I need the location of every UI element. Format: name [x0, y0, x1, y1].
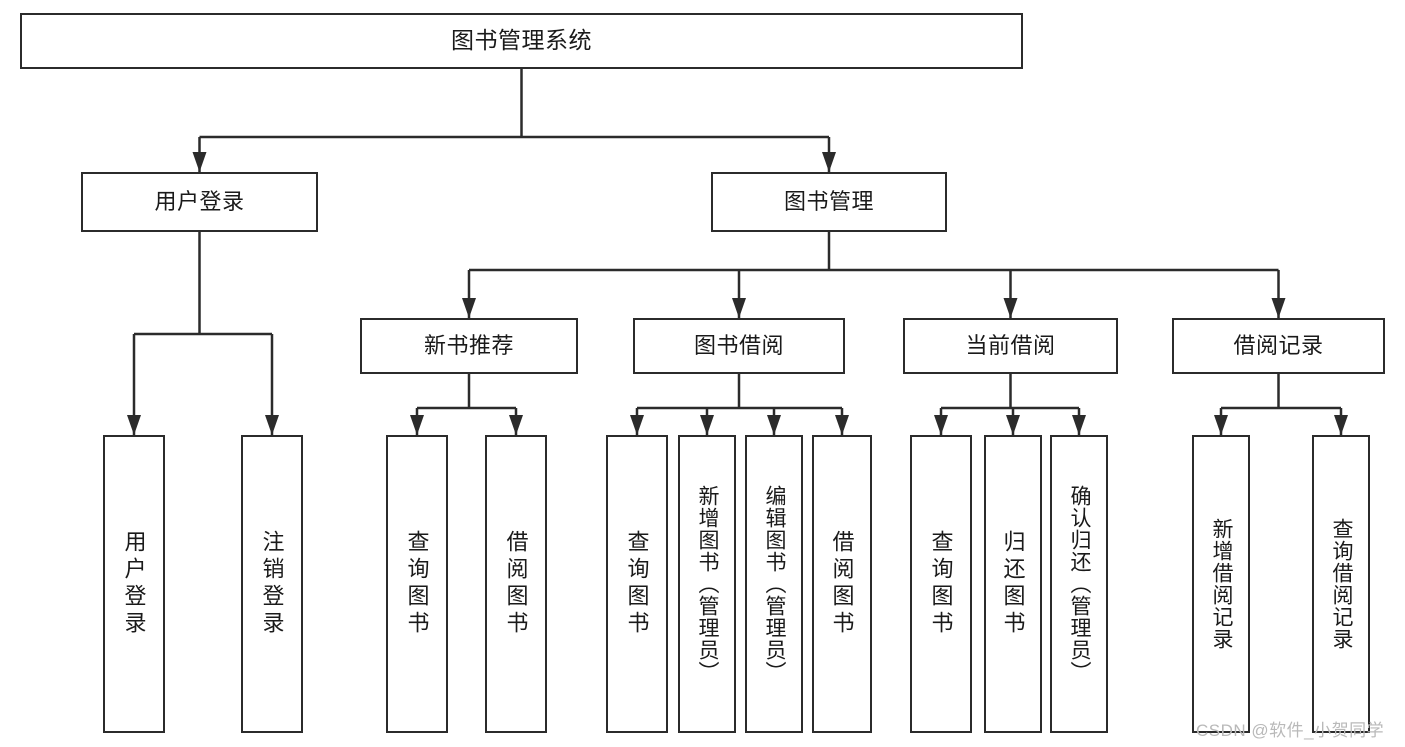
- node-label: 图书管理: [783, 189, 874, 215]
- node-label: 查询借阅记录: [1330, 518, 1354, 650]
- arrowhead-borrow-record: [1271, 298, 1286, 318]
- node-book-manage[interactable]: 图书管理: [711, 172, 947, 232]
- node-leaf-user-login[interactable]: 用户登录: [103, 435, 165, 733]
- arrowhead-leaf-query-book-3: [934, 415, 948, 435]
- node-label: 新书推荐: [423, 333, 514, 359]
- arrowhead-leaf-query-record: [1334, 415, 1348, 435]
- node-label: 查询图书: [624, 530, 650, 638]
- arrowhead-leaf-confirm-return: [1072, 415, 1086, 435]
- arrowhead-leaf-borrow-book-2: [835, 415, 849, 435]
- node-leaf-query-book-1[interactable]: 查询图书: [386, 435, 448, 733]
- arrowhead-leaf-return-book: [1006, 415, 1020, 435]
- arrowhead-leaf-add-book: [700, 415, 714, 435]
- node-label: 查询图书: [928, 530, 954, 638]
- node-leaf-logout[interactable]: 注销登录: [241, 435, 303, 733]
- node-label: 当前借阅: [965, 333, 1056, 359]
- node-leaf-edit-book[interactable]: 编辑图书（管理员）: [745, 435, 803, 733]
- node-label: 注销登录: [259, 530, 285, 638]
- node-book-borrow[interactable]: 图书借阅: [633, 318, 845, 374]
- node-label: 新增借阅记录: [1210, 518, 1234, 650]
- watermark-label: CSDN @软件_小贺同学: [1196, 721, 1385, 740]
- node-label: 用户登录: [121, 530, 147, 638]
- arrowhead-leaf-user-login: [127, 415, 141, 435]
- node-new-book-rec[interactable]: 新书推荐: [360, 318, 578, 374]
- arrowhead-leaf-logout: [265, 415, 279, 435]
- arrowhead-book-manage: [822, 152, 836, 172]
- node-leaf-query-book-2[interactable]: 查询图书: [606, 435, 668, 733]
- node-leaf-query-book-3[interactable]: 查询图书: [910, 435, 972, 733]
- arrowhead-leaf-query-book-2: [630, 415, 644, 435]
- arrowhead-new-book-rec: [462, 298, 476, 318]
- arrowhead-leaf-add-record: [1214, 415, 1228, 435]
- node-label: 借阅图书: [503, 530, 529, 638]
- node-leaf-add-record[interactable]: 新增借阅记录: [1192, 435, 1250, 733]
- arrowhead-user-login: [192, 152, 207, 172]
- node-root[interactable]: 图书管理系统: [20, 13, 1023, 69]
- node-leaf-query-record[interactable]: 查询借阅记录: [1312, 435, 1370, 733]
- node-leaf-confirm-return[interactable]: 确认归还（管理员）: [1050, 435, 1108, 733]
- node-label: 借阅记录: [1233, 333, 1324, 359]
- arrowhead-book-borrow: [732, 298, 746, 318]
- node-current-borrow[interactable]: 当前借阅: [903, 318, 1118, 374]
- node-label: 新增图书（管理员）: [696, 485, 720, 683]
- node-label: 借阅图书: [829, 530, 855, 638]
- node-label: 用户登录: [154, 189, 245, 215]
- arrowhead-current-borrow: [1003, 298, 1018, 318]
- node-label: 查询图书: [404, 530, 430, 638]
- node-user-login[interactable]: 用户登录: [81, 172, 318, 232]
- arrowhead-leaf-borrow-book-1: [509, 415, 523, 435]
- node-label: 图书借阅: [693, 333, 784, 359]
- node-borrow-record[interactable]: 借阅记录: [1172, 318, 1385, 374]
- arrowhead-leaf-edit-book: [767, 415, 781, 435]
- node-label: 确认归还（管理员）: [1068, 485, 1092, 683]
- node-leaf-return-book[interactable]: 归还图书: [984, 435, 1042, 733]
- node-label: 归还图书: [1000, 530, 1026, 638]
- node-label: 图书管理系统: [451, 27, 592, 54]
- node-leaf-borrow-book-1[interactable]: 借阅图书: [485, 435, 547, 733]
- node-label: 编辑图书（管理员）: [763, 485, 787, 683]
- node-leaf-add-book[interactable]: 新增图书（管理员）: [678, 435, 736, 733]
- node-leaf-borrow-book-2[interactable]: 借阅图书: [812, 435, 872, 733]
- arrowhead-leaf-query-book-1: [410, 415, 424, 435]
